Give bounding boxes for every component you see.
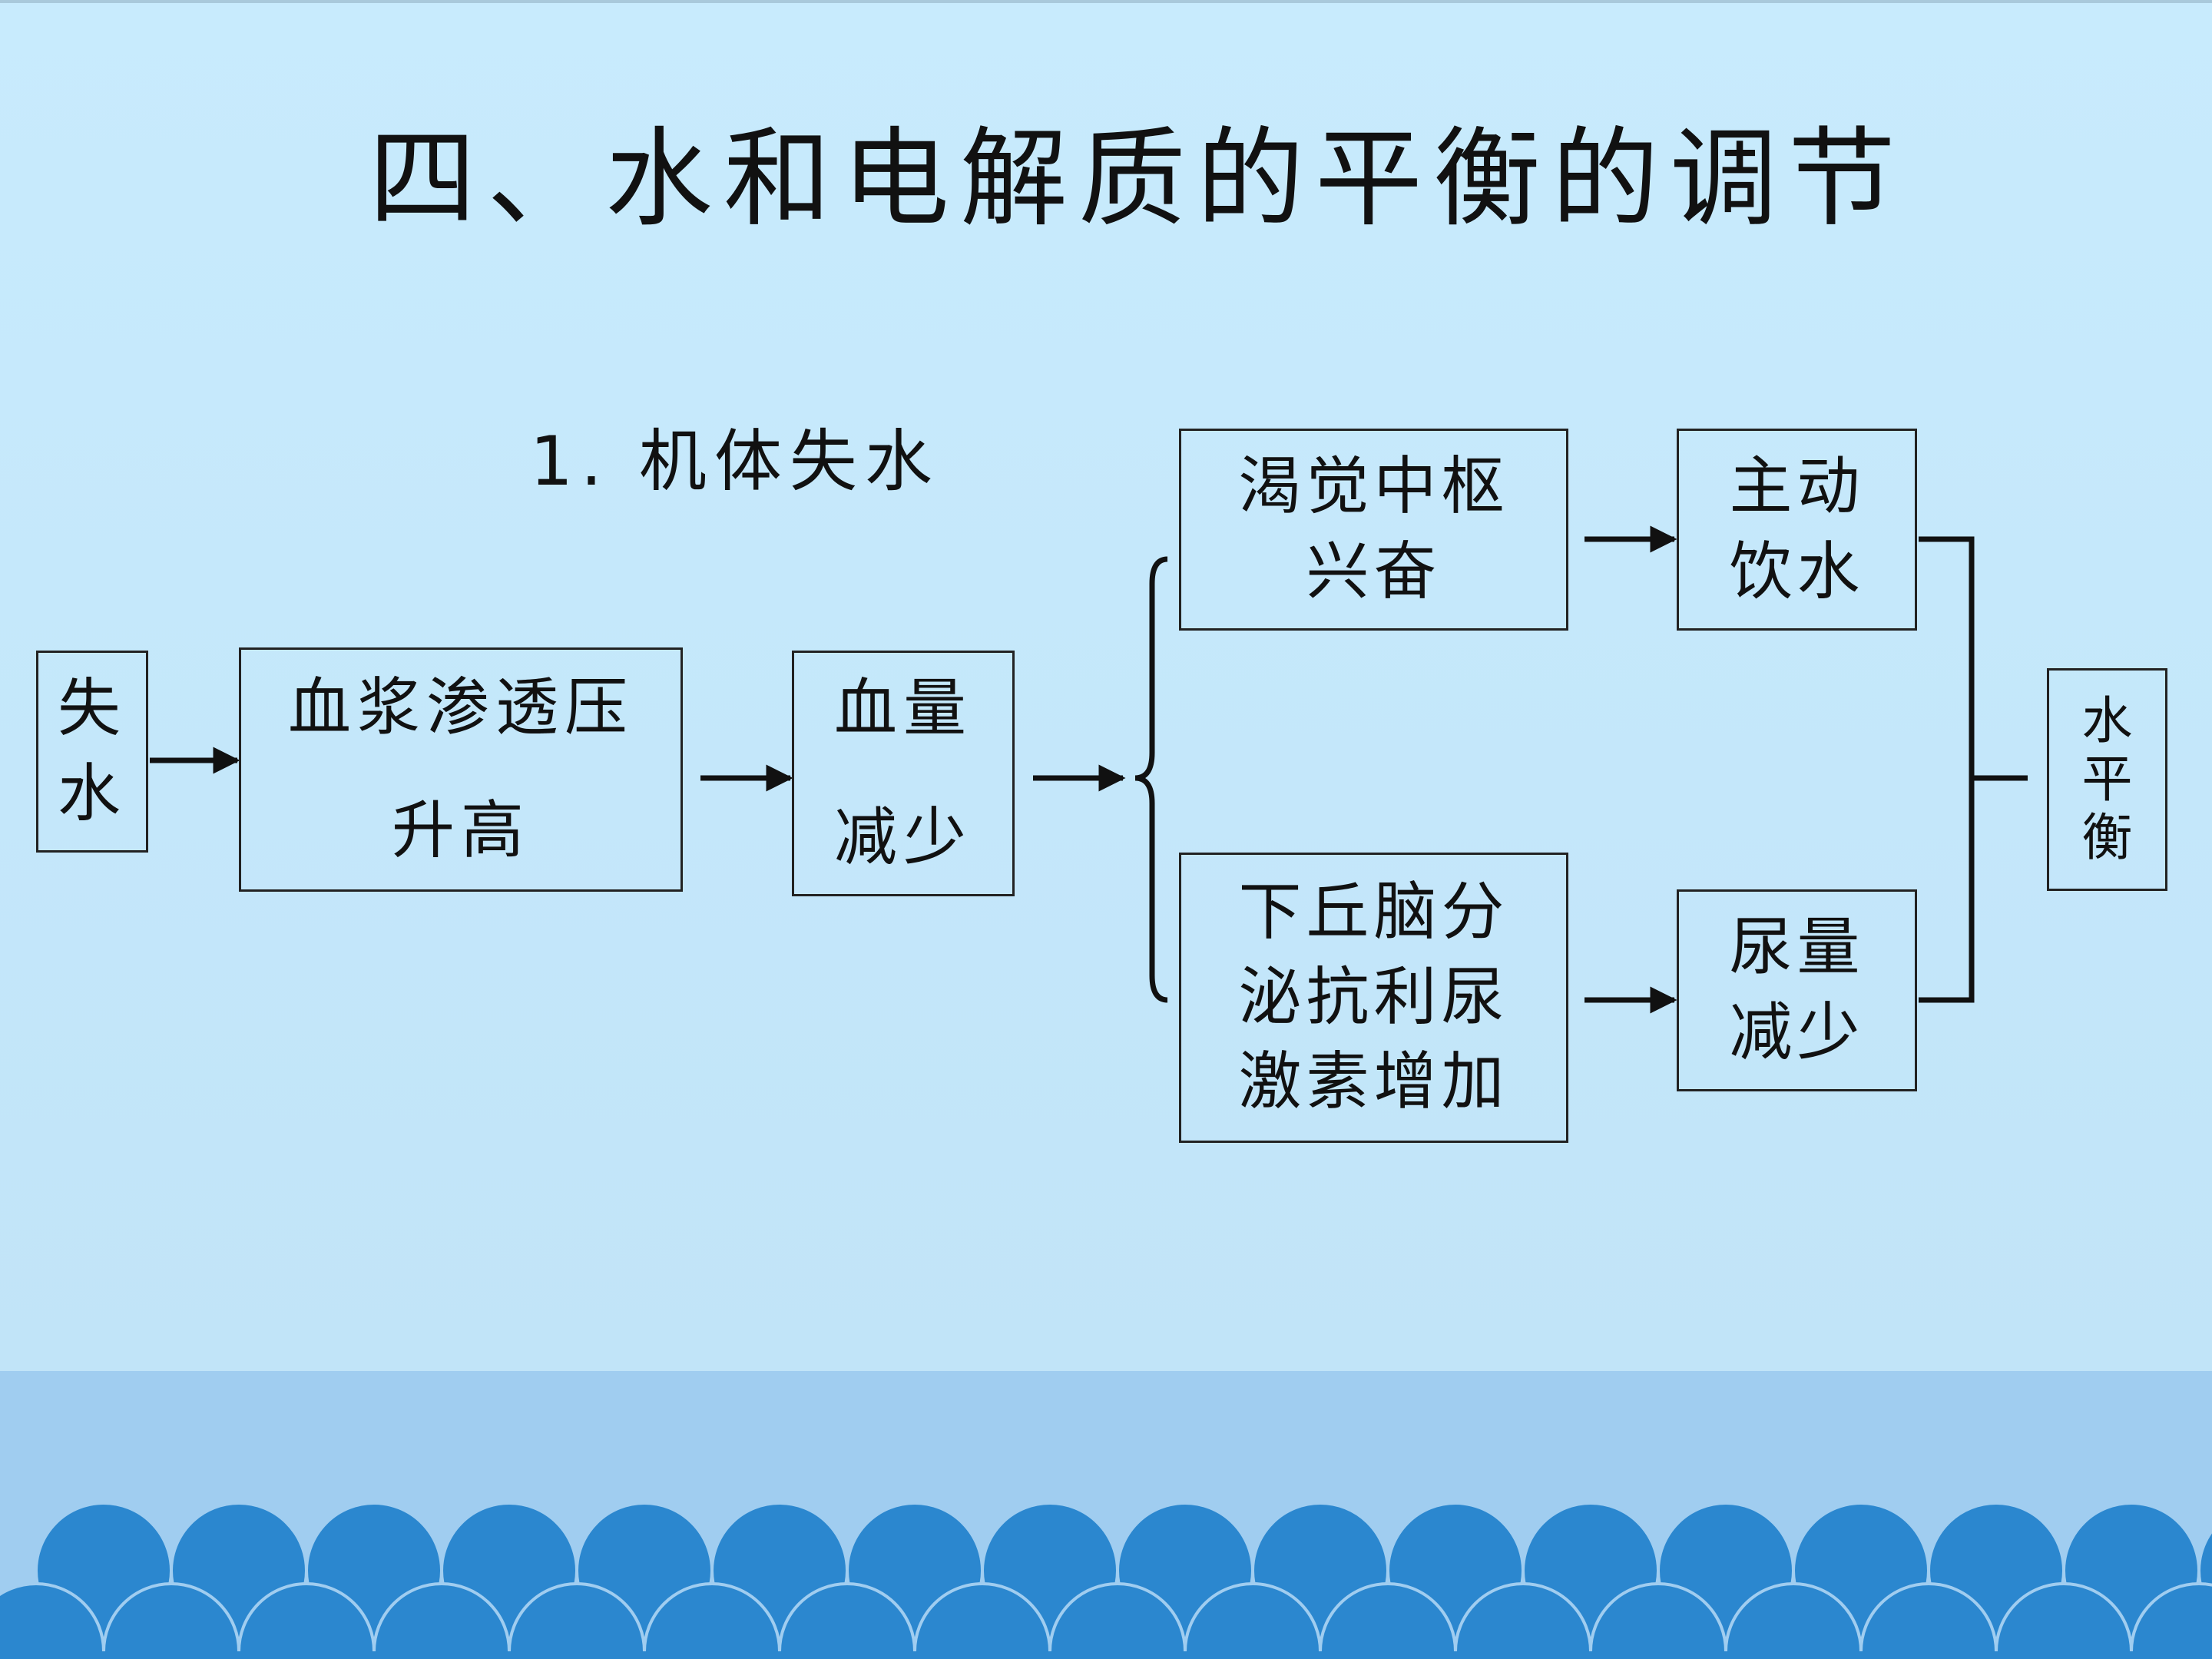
node-active-drinking-line: 饮水 <box>1729 535 1865 608</box>
node-water-balance: 水 平 衡 <box>2047 668 2167 891</box>
merge-bracket <box>1919 536 1975 1003</box>
node-water-balance-line: 平 <box>2081 750 2133 810</box>
node-water-loss-line: 水 <box>57 757 127 830</box>
node-water-loss-line: 失 <box>57 671 127 745</box>
node-thirst-center-line: 兴奋 <box>1306 535 1442 608</box>
slide-title: 四、水和电解质的平衡的调节 <box>369 117 1907 242</box>
node-active-drinking: 主动 饮水 <box>1677 429 1917 631</box>
node-plasma-osmotic-line: 升高 <box>391 794 530 867</box>
node-urine-decrease-line: 尿量 <box>1729 910 1865 984</box>
node-water-balance-line: 水 <box>2081 691 2133 751</box>
node-water-loss: 失 水 <box>36 651 148 853</box>
node-blood-volume: 血量 减少 <box>792 651 1015 896</box>
node-blood-volume-line: 减少 <box>833 801 972 874</box>
node-plasma-osmotic-pressure: 血浆渗透压 升高 <box>239 647 683 892</box>
branch-brace <box>1134 556 1168 1003</box>
node-thirst-center: 渴觉中枢 兴奋 <box>1179 429 1568 631</box>
slide-background <box>0 0 2212 1371</box>
node-water-balance-line: 衡 <box>2081 807 2133 867</box>
node-adh-line: 下丘脑分 <box>1238 875 1509 949</box>
node-thirst-center-line: 渴觉中枢 <box>1238 449 1509 523</box>
node-adh-line: 激素增加 <box>1238 1045 1509 1119</box>
node-blood-volume-line: 血量 <box>833 671 972 745</box>
node-urine-decrease: 尿量 减少 <box>1677 889 1917 1091</box>
node-adh-line: 泌抗利尿 <box>1238 960 1509 1034</box>
node-plasma-osmotic-line: 血浆渗透压 <box>287 671 634 745</box>
section-subtitle: 1. 机体失水 <box>530 422 940 501</box>
node-active-drinking-line: 主动 <box>1729 449 1865 523</box>
node-urine-decrease-line: 减少 <box>1729 995 1865 1069</box>
node-adh-secretion: 下丘脑分 泌抗利尿 激素增加 <box>1179 853 1568 1143</box>
